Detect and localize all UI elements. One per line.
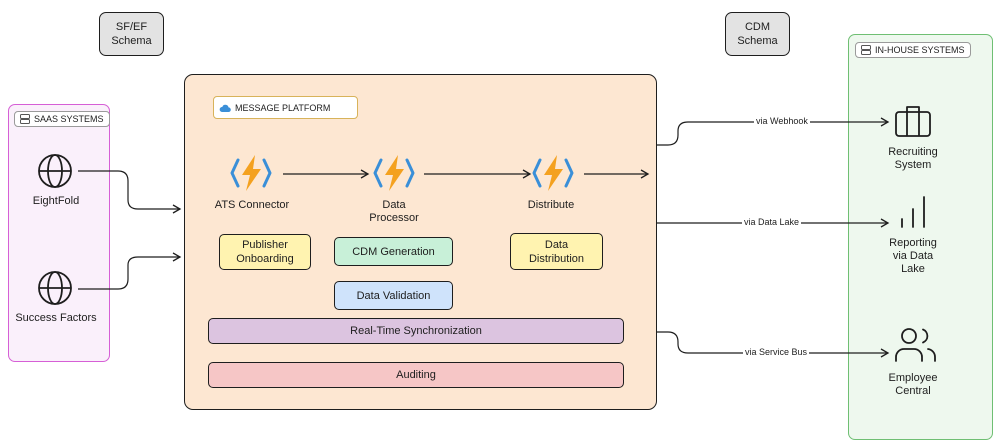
sf-ef-schema-label: SF/EF Schema [99,12,164,56]
auditing-box: Auditing [208,362,624,388]
publisher-onboarding-box: Publisher Onboarding [219,234,311,270]
reporting-data-lake-label: Reporting via Data Lake [889,237,937,275]
lightning-icon [532,155,574,191]
saas-systems-text: SAAS SYSTEMS [34,114,104,124]
success-factors-label: Success Factors [15,312,97,324]
eightfold-label: EightFold [32,195,80,207]
ats-connector-label: ATS Connector [214,199,290,211]
lightning-icon [230,155,272,191]
saas-systems-label: SAAS SYSTEMS [14,111,110,127]
webhook-arrow [657,117,890,146]
message-platform-text: MESSAGE PLATFORM [235,102,331,113]
in-house-systems-text: IN-HOUSE SYSTEMS [875,45,965,55]
globe-icon [38,271,72,305]
real-time-sync-box: Real-Time Synchronization [208,318,624,344]
webhook-label: via Webhook [754,116,810,126]
cdm-generation-box: CDM Generation [334,237,453,266]
datalake-label: via Data Lake [742,217,802,227]
data-validation-box: Data Validation [334,281,453,310]
users-icon [895,328,936,362]
server-icon [861,45,871,55]
eightfold-to-ats-arrow [78,170,182,214]
saas-systems-group [8,104,110,362]
cloud-icon [219,104,231,112]
servicebus-arrow [657,331,890,358]
in-house-systems-group [848,34,993,440]
in-house-systems-label: IN-HOUSE SYSTEMS [855,42,971,58]
recruiting-system-label: Recruiting System [888,146,938,171]
bar-chart-icon [901,196,925,228]
message-platform-label: MESSAGE PLATFORM [213,96,358,119]
briefcase-icon [895,106,931,137]
cdm-schema-label: CDM Schema [725,12,790,56]
distribute-label: Distribute [527,199,575,211]
globe-icon [38,154,72,188]
servicebus-label: via Service Bus [743,347,810,357]
server-icon [20,114,30,124]
lightning-icon [373,155,415,191]
successfactors-to-ats-arrow [78,252,182,290]
data-processor-label: Data Processor [369,199,419,224]
data-distribution-box: Data Distribution [510,233,603,270]
employee-central-label: Employee Central [888,372,938,397]
